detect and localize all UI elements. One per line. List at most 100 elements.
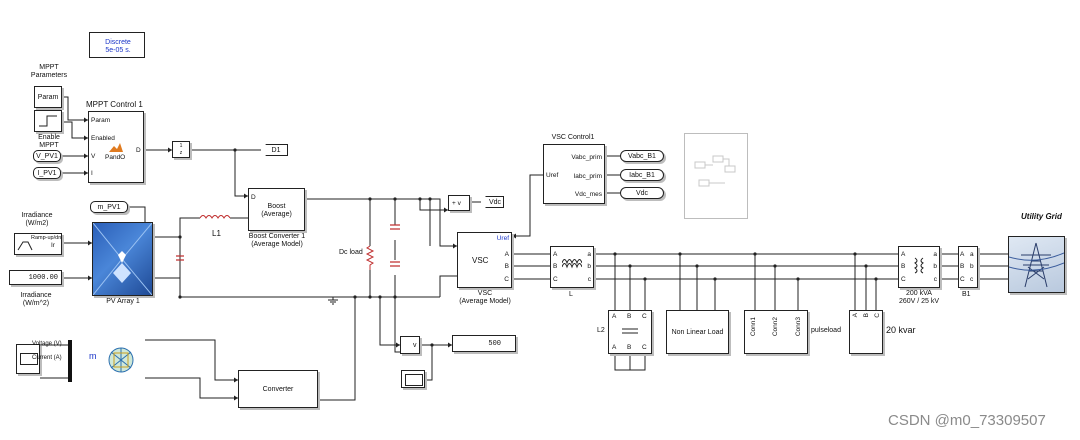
vsc-control-title: VSC Control1 — [551, 134, 595, 141]
vsc-uref-port: Uref — [496, 235, 509, 242]
pulse-conn1: Conn1 — [750, 317, 757, 337]
mppt-port-d: D — [136, 147, 141, 154]
mppt-port-param: Param — [91, 117, 111, 124]
vdc-tag-label: Vdc — [488, 199, 502, 206]
bus-selector[interactable] — [68, 340, 72, 382]
irradiance-title: Irradiance — [21, 212, 53, 219]
l-port-c: C — [553, 276, 558, 283]
bus-b1-block[interactable]: A B C a b c — [958, 246, 978, 288]
irradiance-display: 1000.00 — [9, 270, 62, 285]
b1-port-a-out: a — [970, 251, 974, 258]
pulse-conn3: Conn3 — [795, 317, 802, 337]
transformer-block[interactable]: A B C a b c — [898, 246, 940, 288]
pv-array-label: PV Array 1 — [106, 298, 140, 305]
enable-mppt-label: MPPT — [39, 142, 59, 149]
enable-label: Enable — [38, 134, 60, 141]
scope-current-label: Current (A) — [32, 355, 62, 361]
vsc-label: VSC — [477, 290, 493, 297]
l1-label: L1 — [212, 229, 221, 238]
l2-port-c: C — [642, 313, 647, 320]
transmission-tower-icon — [1009, 242, 1064, 288]
l-port-b: B — [553, 263, 558, 270]
l-port-c-out: c — [587, 276, 591, 283]
vsc-port-b: B — [504, 263, 509, 270]
from-vdc-tag[interactable]: Vdc — [620, 187, 664, 199]
vdc-scope[interactable] — [401, 370, 425, 388]
from-vabc-b1-tag[interactable]: Vabc_B1 — [620, 150, 664, 162]
measurement-subsystem[interactable] — [684, 133, 748, 219]
inductor-l1-symbol — [199, 215, 231, 219]
bus-b1-label: B1 — [962, 291, 971, 298]
vdc-display: 500 — [452, 335, 516, 352]
step-icon — [39, 115, 57, 127]
vsc-control-vdc: Vdc_mes — [574, 191, 602, 198]
utility-grid-block[interactable] — [1008, 236, 1065, 293]
three-phase-inductor-icon — [562, 259, 582, 269]
from-iabc-b1-tag[interactable]: Iabc_B1 — [620, 169, 664, 181]
b1-port-c-out: c — [970, 276, 974, 283]
pv-cell-icon — [108, 347, 134, 373]
v-pv1-input[interactable]: V_PV1 — [33, 150, 61, 162]
goto-vdc-tag[interactable]: Vdc — [480, 196, 504, 208]
capacitor-bank-block[interactable]: A B C — [849, 310, 883, 354]
ir-port: Ir — [51, 242, 55, 249]
mppt-control-title: MPPT Control 1 — [86, 100, 143, 109]
xfmr-port-b: B — [901, 263, 906, 270]
goto-d1-tag[interactable]: D1 — [260, 144, 288, 156]
pv-array-block[interactable] — [92, 222, 153, 296]
l2-port-a-bottom: A — [612, 344, 617, 351]
scope-screen — [20, 353, 38, 365]
unit-delay-block[interactable]: 1 z — [172, 141, 190, 158]
delay-denominator: z — [179, 150, 183, 156]
l-port-a: A — [553, 251, 558, 258]
voltage-sensor-block[interactable]: v — [400, 336, 420, 354]
boost-converter-block[interactable]: D Boost (Average) — [248, 188, 305, 231]
bus-m-label: m — [89, 351, 97, 361]
ramp-icon — [17, 241, 33, 251]
mppt-port-enabled: Enabled — [91, 135, 115, 142]
delay-numerator: 1 — [179, 143, 183, 149]
i-pv1-label: I_PV1 — [37, 170, 57, 177]
irradiance-unit: (W/m2) — [25, 220, 49, 227]
sum-block[interactable]: + v — [448, 195, 470, 211]
enable-step-block[interactable] — [34, 110, 62, 132]
nonlinear-load-block[interactable]: Non Linear Load — [666, 310, 729, 354]
irradiance-value: 1000.00 — [28, 274, 58, 282]
irradiance-ramp-block[interactable]: Ramp-up/dn Ir — [14, 233, 62, 255]
irradiance-display-label: Irradiance — [20, 292, 52, 299]
boost-port-d: D — [251, 194, 256, 201]
mppt-params-label: Param — [37, 94, 59, 101]
pv-measure-block[interactable] — [97, 330, 145, 388]
v-pv1-label: V_PV1 — [36, 153, 58, 160]
boost-inner-title: Boost — [267, 203, 286, 210]
vsc-block[interactable]: Uref VSC A B C — [457, 232, 512, 288]
transformer-icon — [914, 257, 924, 274]
nonlinear-load-label: Non Linear Load — [671, 329, 724, 336]
capacitor-bank-label: 20 kvar — [886, 325, 916, 335]
dc-load-label: Dc load — [339, 249, 363, 256]
solver-block[interactable]: Discrete 5e-05 s. — [89, 32, 145, 58]
pv-scope[interactable] — [16, 344, 40, 374]
b1-port-c: C — [960, 276, 965, 283]
vsc-port-c: C — [504, 276, 509, 283]
pulse-load-block[interactable]: Conn1 Conn2 Conn3 — [744, 310, 808, 354]
transformer-sublabel: 260V / 25 kV — [898, 298, 940, 305]
mppt-params-subtitle: Parameters — [30, 72, 68, 79]
converter-block[interactable]: Converter — [238, 370, 318, 408]
vabc-b1-label: Vabc_B1 — [628, 153, 656, 160]
i-pv1-input[interactable]: I_PV1 — [33, 167, 61, 179]
boost-label: Boost Converter 1 — [248, 233, 306, 240]
mppt-control-block[interactable]: Param Enabled V I D PandO — [88, 111, 144, 183]
capbank-port-a: A — [852, 313, 859, 318]
m-pv1-tag[interactable]: m_PV1 — [90, 201, 128, 213]
vsc-control-block[interactable]: Uref Vabc_prim Iabc_prim Vdc_mes — [543, 144, 605, 204]
mppt-params-block[interactable]: Param — [34, 86, 62, 108]
filter-l2-block[interactable]: A B C A B C — [608, 310, 652, 354]
xfmr-port-b-out: b — [933, 263, 937, 270]
boost-sublabel: (Average Model) — [251, 241, 303, 248]
filter-l2-label: L2 — [597, 327, 605, 334]
pulse-load-label: pulseload — [811, 327, 841, 334]
b1-port-a: A — [960, 251, 965, 258]
filter-l-block[interactable]: A B C a b c — [550, 246, 594, 288]
l2-port-c-bottom: C — [642, 344, 647, 351]
